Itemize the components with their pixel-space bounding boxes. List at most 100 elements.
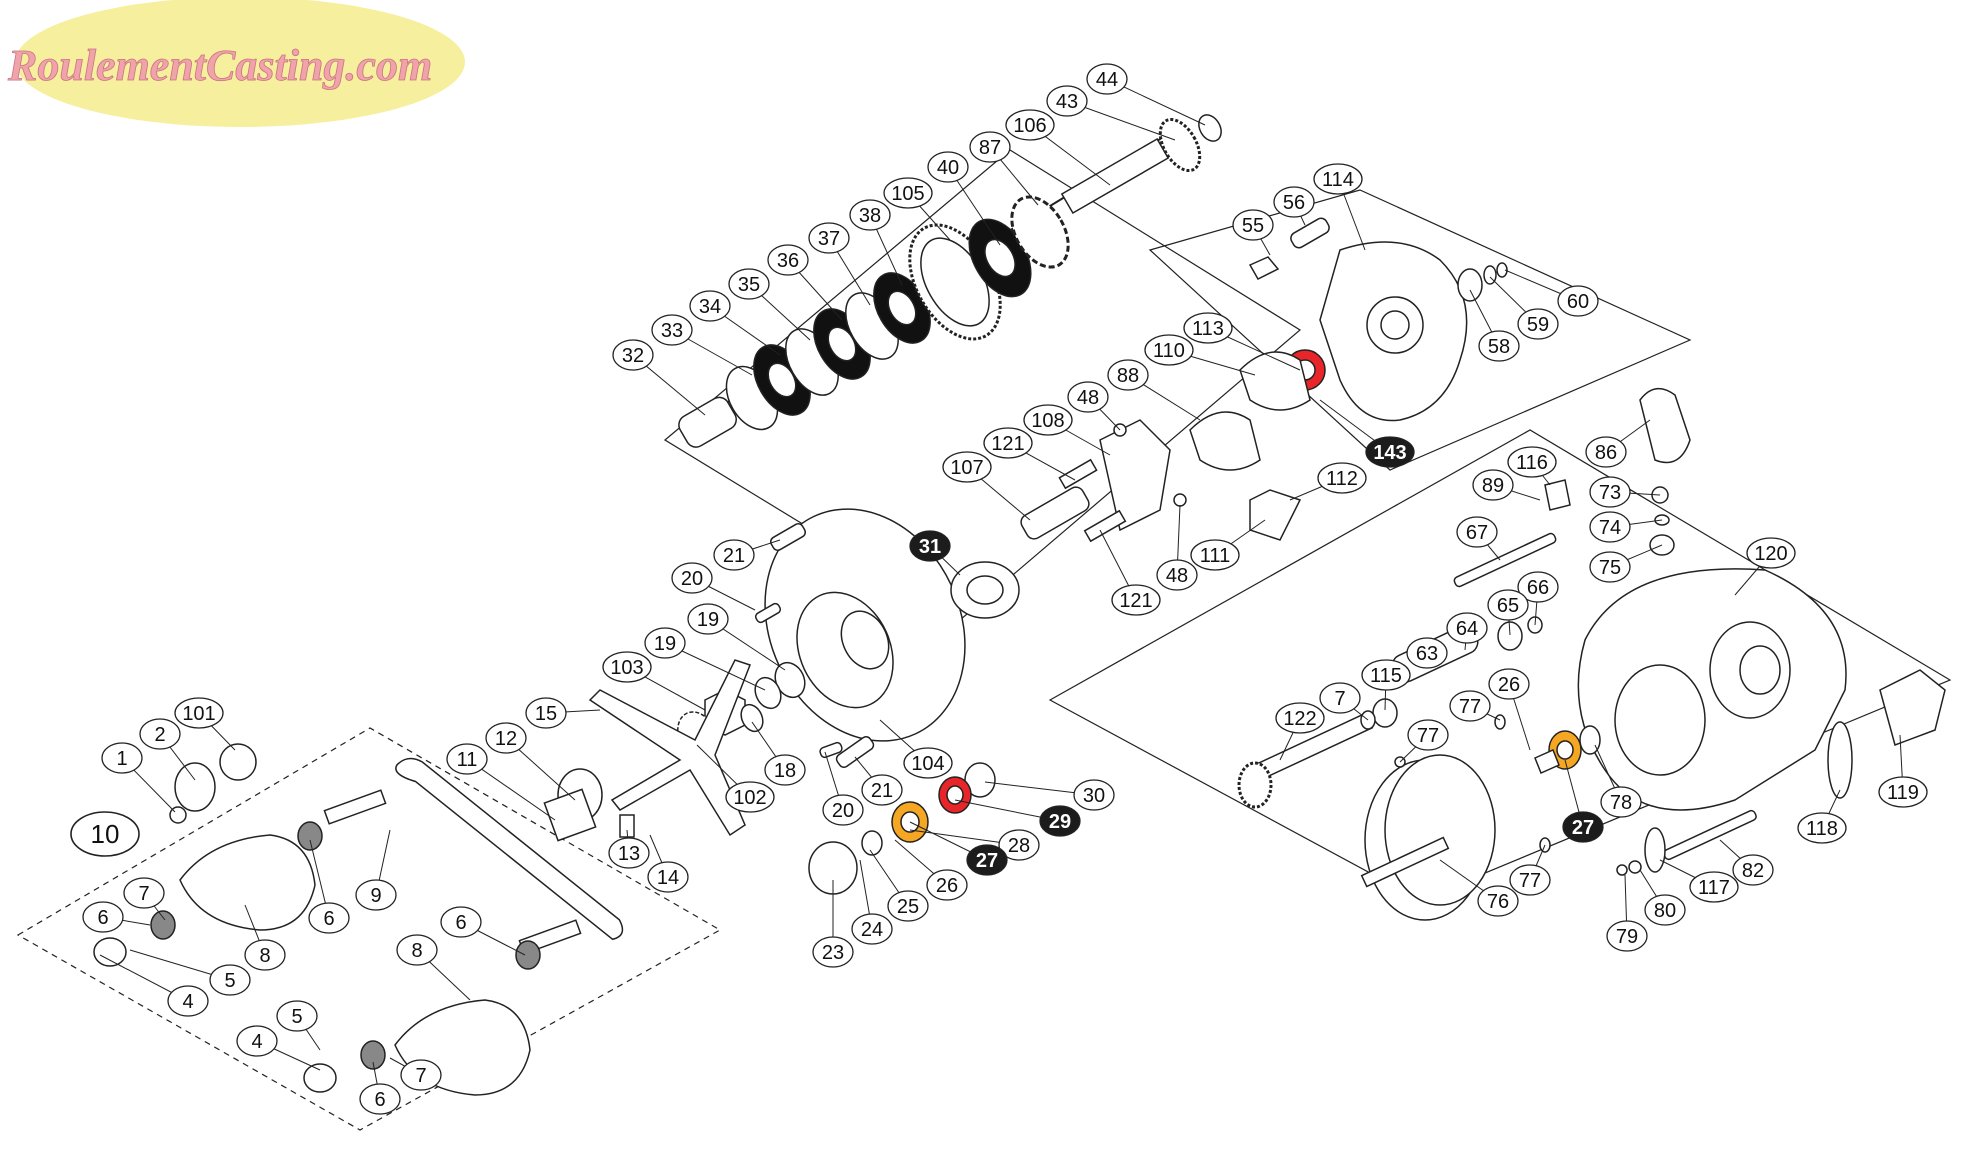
callout-11: 11: [446, 743, 488, 775]
callout-text: 48: [1077, 387, 1099, 409]
callout-18: 18: [764, 754, 806, 786]
part-88-cam: [1189, 411, 1261, 471]
callout-text: 80: [1654, 900, 1676, 922]
callout-bubble: [1005, 109, 1055, 141]
callout-64: 64: [1446, 612, 1488, 644]
callout-6: 6: [359, 1083, 401, 1115]
callout-26: 26: [1488, 668, 1530, 700]
part-121-spring-a: [1058, 458, 1098, 490]
callout-113: 113: [1183, 312, 1233, 344]
callout-bubble: [123, 877, 165, 909]
callout-122: 122: [1275, 702, 1325, 734]
callout-58: 58: [1478, 330, 1520, 362]
callout-105: 105: [883, 177, 933, 209]
callout-text: 67: [1466, 522, 1488, 544]
callout-text: 20: [681, 568, 703, 590]
callout-text: 56: [1283, 192, 1305, 214]
callout-bubble: [525, 697, 567, 729]
group-label-10: 10: [70, 811, 140, 857]
callout-76: 76: [1477, 885, 1519, 917]
callout-111: 111: [1190, 539, 1240, 571]
callout-text: 64: [1456, 618, 1478, 640]
callout-8: 8: [244, 939, 286, 971]
callout-text: 6: [323, 908, 334, 930]
part-120-frame: [1577, 568, 1847, 811]
callout-text: 6: [374, 1089, 385, 1111]
part-4-cap-a: [93, 937, 127, 967]
callout-6: 6: [82, 901, 124, 933]
callout-89: 89: [1472, 469, 1514, 501]
callout-text: 5: [291, 1006, 302, 1028]
callout-bubble: [1797, 812, 1847, 844]
callout-bubble: [725, 781, 775, 813]
callout-37: 37: [808, 222, 850, 254]
part-8-knob-a: [179, 834, 316, 931]
callout-text: 18: [774, 760, 796, 782]
callout-bubble: [926, 869, 968, 901]
callout-bubble: [440, 906, 482, 938]
callout-text: 6: [455, 912, 466, 934]
callout-text: 1: [116, 748, 127, 770]
callout-77: 77: [1407, 719, 1449, 751]
callout-77: 77: [1449, 690, 1491, 722]
part-58-collar: [1457, 268, 1483, 302]
part-108-yoke: [1099, 419, 1171, 532]
callout-7: 7: [123, 877, 165, 909]
part-55-clip: [1248, 256, 1280, 280]
part-44-washer: [1198, 114, 1222, 142]
part-86-lever: [1639, 387, 1691, 464]
callout-60: 60: [1557, 285, 1599, 317]
callout-28: 28: [998, 829, 1040, 861]
callout-20: 20: [671, 562, 713, 594]
callout-56: 56: [1273, 186, 1315, 218]
part-60-clip: [1496, 262, 1508, 278]
callout-text: 79: [1616, 926, 1638, 948]
callout-75: 75: [1589, 551, 1631, 583]
callout-bubble: [1073, 779, 1115, 811]
callout-bubble: [728, 268, 770, 300]
callout-bubble: [1517, 308, 1559, 340]
callout-text: 33: [661, 320, 683, 342]
callout-bubble: [1446, 612, 1488, 644]
callout-bubble: [1589, 511, 1631, 543]
callout-bubble: [1600, 786, 1642, 818]
site-logo[interactable]: RoulementCasting.com: [7, 0, 465, 127]
callout-120: 120: [1746, 537, 1796, 569]
callout-118: 118: [1797, 812, 1847, 844]
callout-text: 4: [251, 1031, 262, 1053]
callout-bubble: [82, 901, 124, 933]
callout-bubble: [998, 829, 1040, 861]
part-9-handle-arm: [395, 757, 624, 941]
callout-101: 101: [174, 697, 224, 729]
callout-bubble: [1589, 551, 1631, 583]
callout-text: 59: [1527, 314, 1549, 336]
callout-text: 21: [871, 780, 893, 802]
part-119-click: [1879, 669, 1946, 746]
callout-119: 119: [1878, 776, 1928, 808]
part-76-spool-shaft: [1360, 836, 1450, 888]
callout-20: 20: [822, 794, 864, 826]
callout-text: 8: [259, 945, 270, 967]
callout-106: 106: [1005, 109, 1055, 141]
callout-108: 108: [1023, 404, 1073, 436]
callout-bubble: [1232, 209, 1274, 241]
callout-bubble: [167, 985, 209, 1017]
callout-5: 5: [276, 1000, 318, 1032]
callout-text: 78: [1610, 792, 1632, 814]
callout-bubble: [969, 131, 1011, 163]
callout-bubble: [861, 774, 903, 806]
callout-bubble: [808, 222, 850, 254]
callout-73: 73: [1589, 476, 1631, 508]
callout-bubble: [644, 627, 686, 659]
callout-bubble: [1606, 920, 1648, 952]
callout-text: 88: [1117, 365, 1139, 387]
callout-13: 13: [608, 837, 650, 869]
callout-bubble: [485, 722, 527, 754]
callout-text: 26: [936, 875, 958, 897]
callout-40: 40: [927, 151, 969, 183]
callout-bubble: [1478, 330, 1520, 362]
callout-text: 103: [610, 657, 643, 679]
callout-text: 117: [1698, 877, 1730, 899]
callout-bubble: [602, 651, 652, 683]
callout-19: 19: [687, 603, 729, 635]
